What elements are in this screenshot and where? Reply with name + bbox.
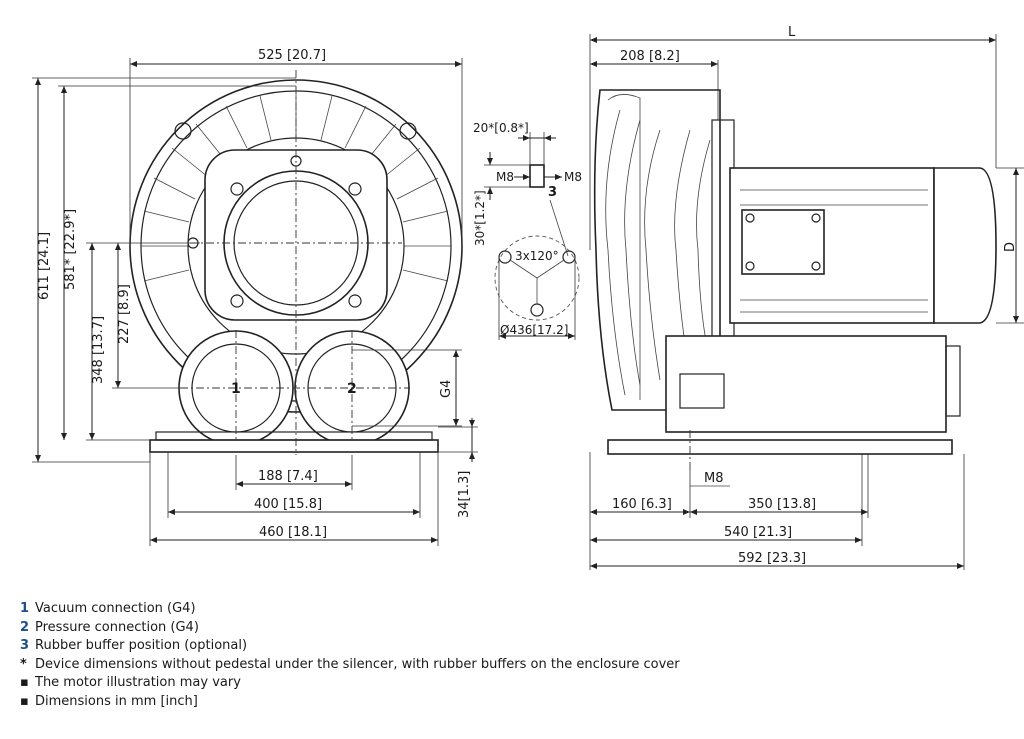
legend-item: 3 Rubber buffer position (optional): [20, 637, 680, 656]
legend-text: Rubber buffer position (optional): [35, 638, 248, 653]
side-view: L 208 [8.2] D M8 160 [6.3] 350 [13.8] 54…: [589, 25, 1024, 570]
dim-D: D: [1003, 242, 1018, 252]
dim-611: 611 [24.1]: [37, 232, 52, 300]
detail-angle: 3x120°: [515, 249, 559, 263]
legend-text: Vacuum connection (G4): [35, 601, 196, 616]
dim-side-m8: M8: [704, 471, 724, 486]
dim-188: 188 [7.4]: [258, 469, 318, 484]
dim-581: 581* [22.9*]: [63, 209, 78, 290]
legend-bullet-icon: ▪: [20, 675, 29, 690]
dim-160: 160 [6.3]: [612, 497, 672, 512]
legend-marker: 2: [20, 619, 30, 635]
dimension-drawing: 1 2 525 [20.7] 611 [24.1] 581* [22.9*] 3…: [32, 25, 1024, 570]
legend-item: 2 Pressure connection (G4): [20, 619, 680, 638]
fan-cover: [933, 167, 997, 324]
bolts: [174, 122, 417, 308]
buffer-detail: 20*[0.8*] 30*[1.2*] M8 M8 3 3x120° Ø436[…: [473, 121, 582, 340]
dim-350: 350 [13.8]: [748, 497, 816, 512]
legend-text: Pressure connection (G4): [35, 619, 199, 635]
detail-dim-20: 20*[0.8*]: [473, 121, 529, 135]
dim-540: 540 [21.3]: [724, 525, 792, 540]
dim-460: 460 [18.1]: [259, 525, 327, 540]
legend-item: ▪ Dimensions in mm [inch]: [20, 693, 680, 712]
dim-592: 592 [23.3]: [738, 551, 806, 566]
terminal-box: [741, 209, 825, 275]
legend-text: Device dimensions without pedestal under…: [35, 656, 680, 672]
legend-marker: 3: [20, 638, 30, 653]
legend-marker: 1: [20, 601, 30, 616]
legend-text: The motor illustration may vary: [35, 675, 241, 690]
detail-m8-left: M8: [496, 170, 514, 184]
dim-208: 208 [8.2]: [620, 49, 680, 64]
legend-text: Dimensions in mm [inch]: [35, 693, 198, 709]
front-view: 1 2 525 [20.7] 611 [24.1] 581* [22.9*] 3…: [32, 48, 478, 546]
detail-dim-30: 30*[1.2*]: [473, 190, 487, 246]
detail-diameter: Ø436[17.2]: [500, 323, 568, 337]
detail-callout-3: 3: [548, 185, 557, 200]
legend-marker: *: [20, 656, 27, 672]
legend-item: * Device dimensions without pedestal unde…: [20, 656, 680, 675]
callout-2: 2: [347, 381, 357, 397]
dim-525: 525 [20.7]: [258, 48, 326, 63]
detail-m8-right: M8: [564, 170, 582, 184]
legend: 1 Vacuum connection (G4) 2 Pressure connec…: [20, 600, 680, 711]
bolt-circle: [494, 235, 580, 321]
rubber-buffer: [529, 164, 545, 188]
silencer-box: [665, 335, 947, 433]
side-housing: [593, 89, 721, 411]
legend-bullet-icon: ▪: [20, 693, 29, 709]
dim-348: 348 [13.7]: [91, 316, 106, 384]
dim-400: 400 [15.8]: [254, 497, 322, 512]
dim-L: L: [788, 25, 796, 40]
dim-g4: G4: [439, 380, 454, 398]
base-plate: [149, 439, 439, 453]
legend-item: 1 Vacuum connection (G4): [20, 600, 680, 619]
dim-34: 34[1.3]: [457, 471, 472, 518]
legend-item: ▪ The motor illustration may vary: [20, 674, 680, 693]
dim-227: 227 [8.9]: [117, 284, 132, 344]
side-base: [607, 439, 953, 455]
callout-1: 1: [231, 381, 241, 397]
